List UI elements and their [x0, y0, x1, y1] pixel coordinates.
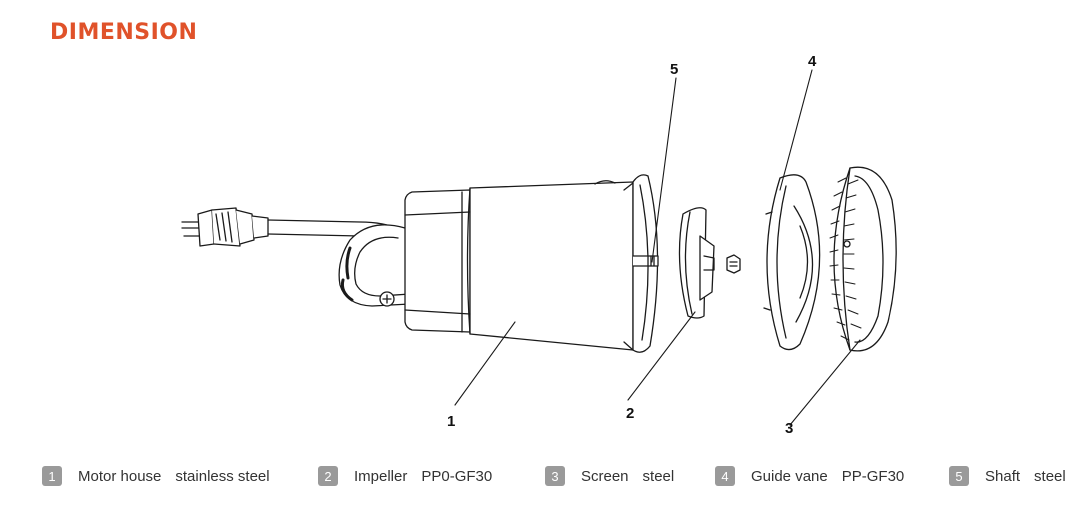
screen-ring [829, 166, 897, 352]
legend-part-name: Guide vane [751, 467, 828, 485]
legend-badge: 4 [715, 466, 735, 486]
parts-legend: 1 Motor house stainless steel 2 Impeller… [0, 462, 1080, 492]
legend-item-screen: 3 Screen steel [545, 462, 674, 490]
callout-1: 1 [447, 413, 455, 430]
page-title: DIMENSION [50, 20, 198, 45]
motor-house [404, 180, 634, 351]
nut [726, 254, 741, 274]
legend-badge: 2 [318, 466, 338, 486]
leader-5 [651, 77, 677, 263]
legend-part-name: Motor house [78, 467, 162, 485]
callout-4: 4 [808, 53, 817, 70]
legend-badge: 5 [949, 466, 969, 486]
legend-item-guide-vane: 4 Guide vane PP-GF30 [715, 462, 904, 490]
callout-2: 2 [626, 405, 634, 422]
leader-1 [454, 321, 516, 406]
handle [338, 224, 411, 307]
callout-3: 3 [785, 420, 793, 437]
legend-part-material: steel [1034, 467, 1066, 485]
legend-item-shaft: 5 Shaft steel [949, 462, 1066, 490]
impeller [678, 207, 715, 319]
legend-item-motor-house: 1 Motor house stainless steel [42, 462, 270, 490]
legend-badge: 1 [42, 466, 62, 486]
legend-part-material: stainless steel [175, 467, 270, 485]
legend-part-name: Shaft [985, 467, 1021, 485]
legend-badge: 3 [545, 466, 565, 486]
callout-leaders [454, 69, 861, 426]
power-plug [181, 207, 269, 247]
leader-4 [779, 69, 813, 191]
leader-3 [789, 339, 861, 426]
legend-part-material: PP-GF30 [841, 467, 905, 485]
exploded-view-diagram: 1 2 3 4 5 [181, 53, 897, 437]
legend-part-name: Impeller [354, 467, 408, 485]
legend-part-material: steel [642, 467, 675, 485]
legend-item-impeller: 2 Impeller PP0-GF30 [318, 462, 492, 490]
callout-5: 5 [670, 61, 678, 78]
legend-part-name: Screen [581, 467, 629, 485]
guide-vane [763, 174, 821, 351]
leader-2 [627, 311, 696, 401]
legend-part-material: PP0-GF30 [421, 467, 493, 485]
shaft [632, 255, 659, 267]
